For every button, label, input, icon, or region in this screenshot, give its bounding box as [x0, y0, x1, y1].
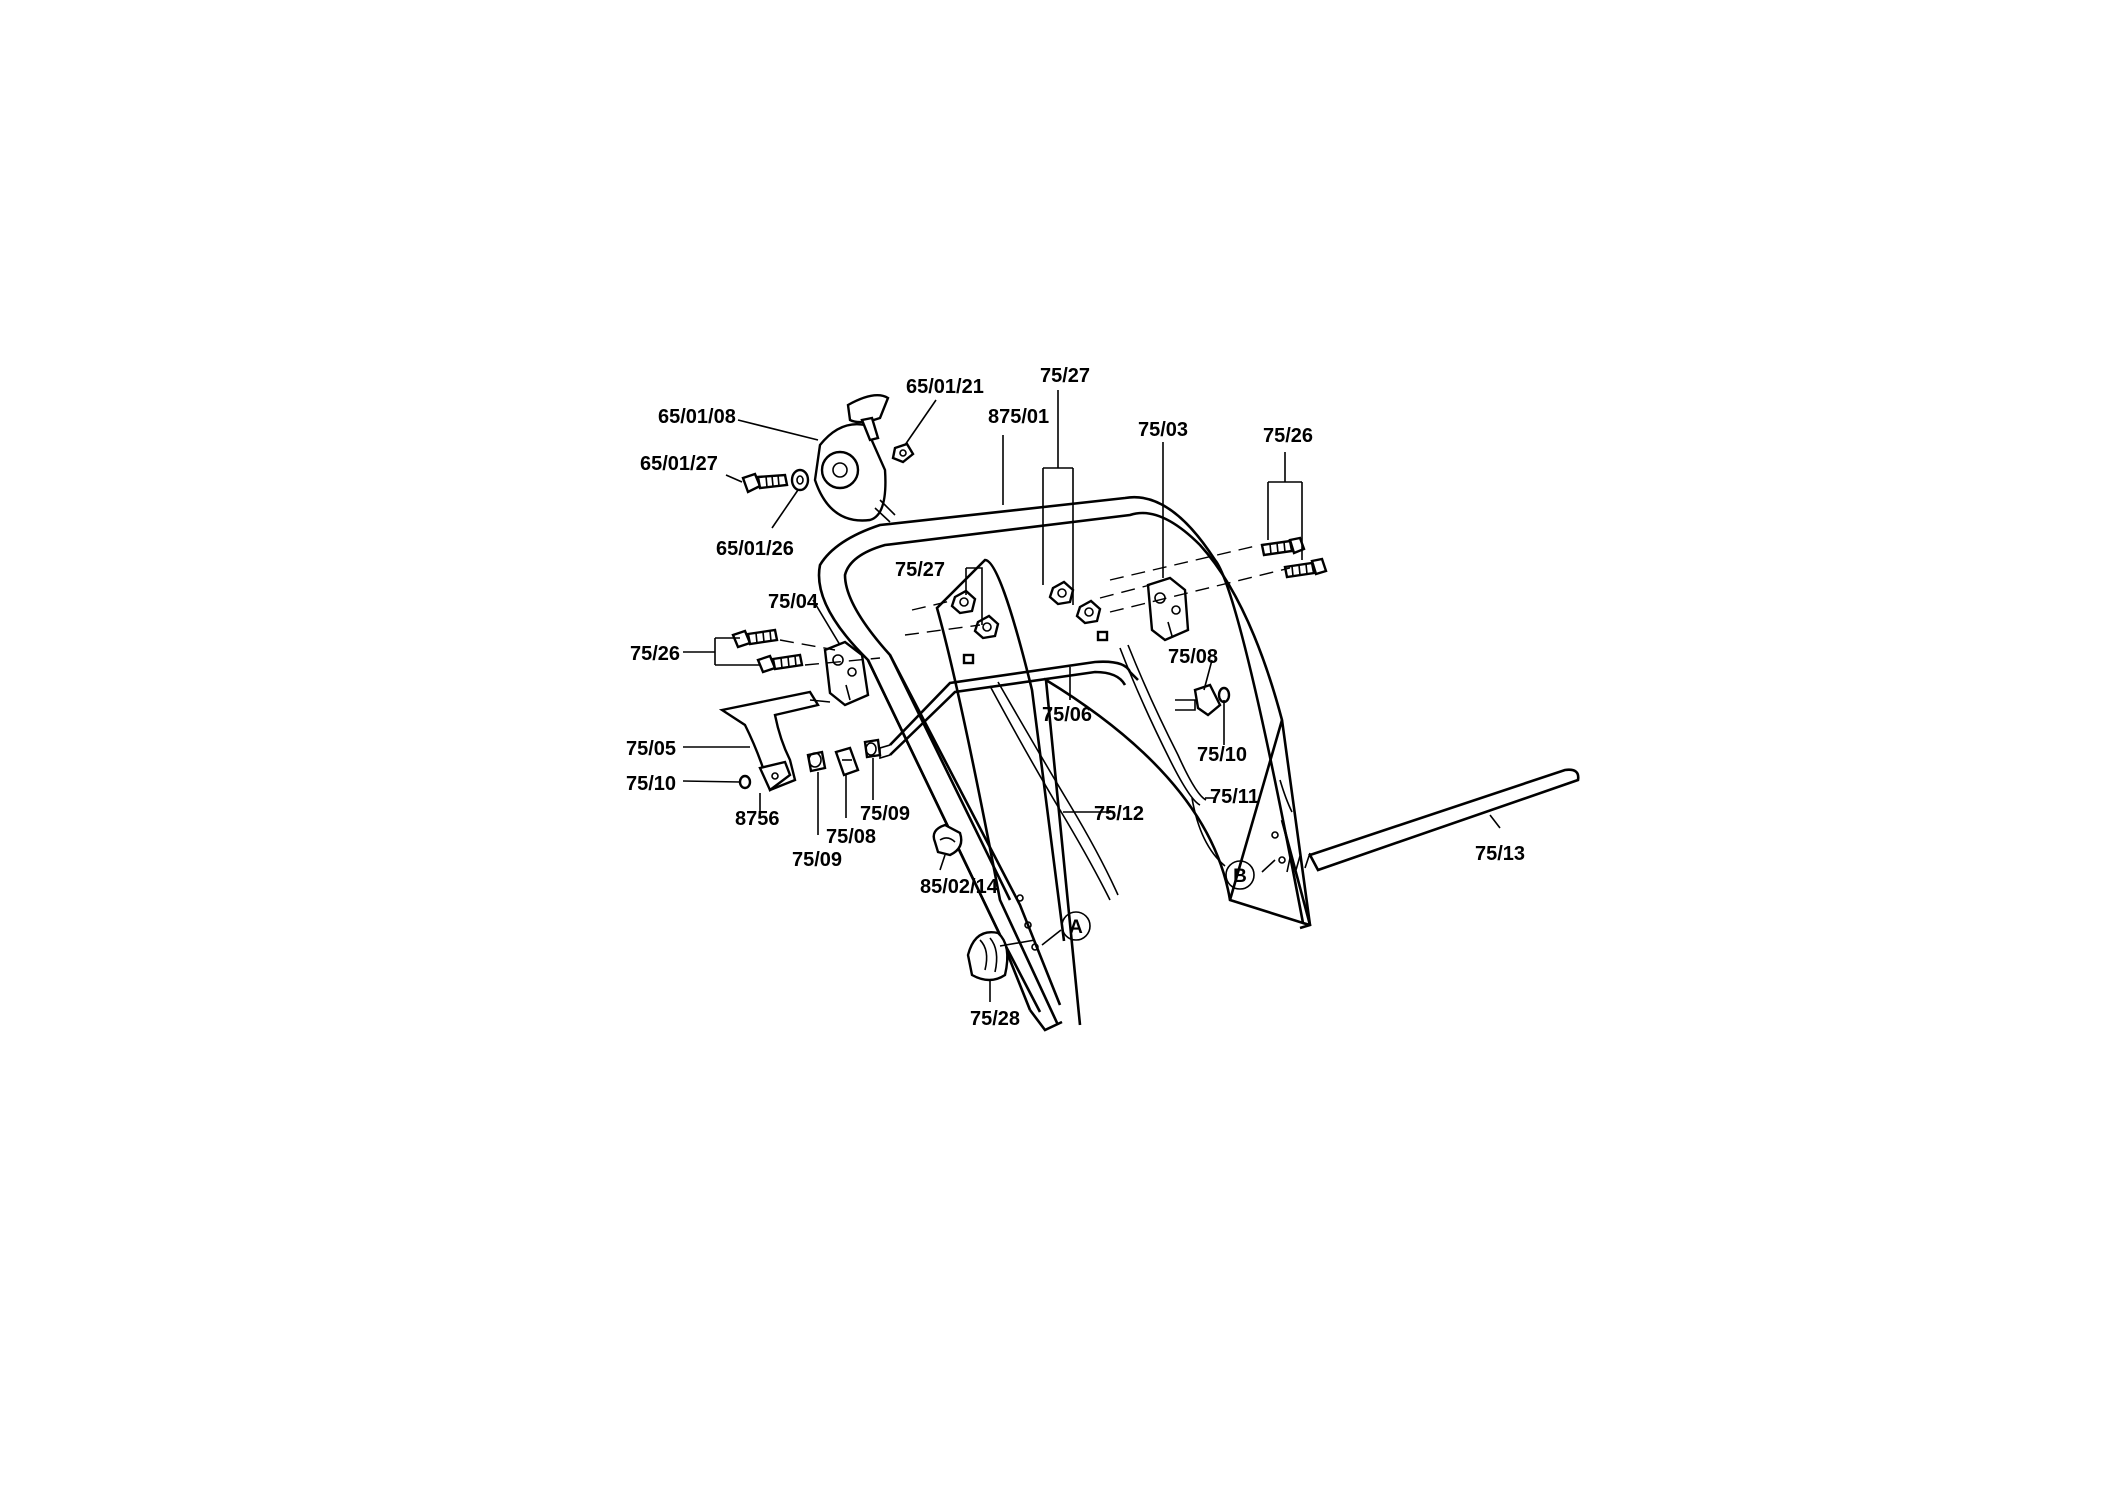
label-75-08-right: 75/08	[1168, 646, 1218, 668]
label-75-04: 75/04	[768, 591, 819, 613]
knob-75-28	[966, 931, 1009, 982]
nut-75-27-a	[1048, 580, 1075, 606]
cable-clip-85-02-14	[932, 823, 963, 857]
handle-tube	[817, 495, 1312, 1032]
bolt-75-26-right-b	[1283, 557, 1328, 579]
label-75-05: 75/05	[626, 738, 676, 760]
label-65-01-08: 65/01/08	[658, 406, 736, 428]
bolt-75-26-left-a	[731, 628, 779, 649]
bushing-75-09-a	[806, 750, 827, 773]
label-65-01-21: 65/01/21	[906, 376, 984, 398]
clip-75-08-right	[1175, 683, 1222, 717]
label-75-10-left: 75/10	[626, 773, 676, 795]
marker-b-label: B	[1233, 866, 1247, 887]
washer-65-01-26	[790, 468, 810, 492]
washer-75-10-right	[1217, 686, 1231, 704]
marker-b: B	[1225, 860, 1255, 890]
leg-a-holes	[1016, 894, 1039, 951]
bolt-75-26-left-b	[756, 653, 804, 674]
part-8756	[758, 760, 792, 792]
handle-left-leg	[866, 654, 1062, 1013]
label-75-26-left: 75/26	[630, 643, 680, 665]
label-75-12: 75/12	[1094, 803, 1144, 825]
bracket-75-03	[1146, 576, 1190, 642]
label-75-06: 75/06	[1042, 704, 1092, 726]
label-75-11: 75/11	[1210, 786, 1259, 808]
label-75-13: 75/13	[1475, 843, 1525, 865]
handle-right-leg	[1228, 719, 1312, 930]
lever-75-05	[718, 690, 831, 792]
nut-75-27-c	[950, 589, 977, 615]
nut-65-01-21	[891, 442, 915, 464]
label-65-01-27: 65/01/27	[640, 453, 718, 475]
label-75-09-b: 75/09	[860, 803, 910, 825]
cable-75-12	[989, 681, 1119, 901]
rod-75-13	[1286, 768, 1580, 873]
throttle-control	[813, 394, 896, 523]
washer-75-10-left	[738, 774, 752, 790]
cable-75-11	[1119, 644, 1207, 806]
clip-75-08-left	[834, 746, 860, 777]
label-75-08-left: 75/08	[826, 826, 876, 848]
nut-75-27-d	[973, 614, 1000, 640]
assembly-dashed-lines	[779, 544, 1291, 666]
marker-a-label: A	[1069, 917, 1083, 938]
label-875-01: 875/01	[988, 406, 1049, 428]
label-75-10-right: 75/10	[1197, 744, 1247, 766]
bushing-75-09-b	[863, 738, 882, 759]
part-labels: 65/01/08 65/01/21 65/01/27 65/01/26 875/…	[626, 365, 1525, 1030]
label-85-02-14: 85/02/14	[920, 876, 999, 898]
label-75-26-right: 75/26	[1263, 425, 1313, 447]
label-75-27-top: 75/27	[1040, 365, 1090, 387]
cable-nipple-right	[1096, 630, 1109, 642]
cable-nipple-left	[962, 653, 975, 665]
bolt-65-01-27	[741, 472, 789, 494]
label-75-03: 75/03	[1138, 419, 1188, 441]
bolt-75-26-right-a	[1260, 536, 1306, 557]
leg-b-holes	[1271, 779, 1293, 864]
bracket-75-04	[823, 640, 870, 707]
label-75-09-a: 75/09	[792, 849, 842, 871]
marker-a: A	[1061, 911, 1091, 941]
nut-75-27-b	[1075, 599, 1102, 625]
label-75-28: 75/28	[970, 1008, 1020, 1030]
label-8756: 8756	[735, 808, 780, 830]
label-75-27-mid: 75/27	[895, 559, 945, 581]
leader-lines	[682, 390, 1501, 1002]
label-65-01-26: 65/01/26	[716, 538, 794, 560]
